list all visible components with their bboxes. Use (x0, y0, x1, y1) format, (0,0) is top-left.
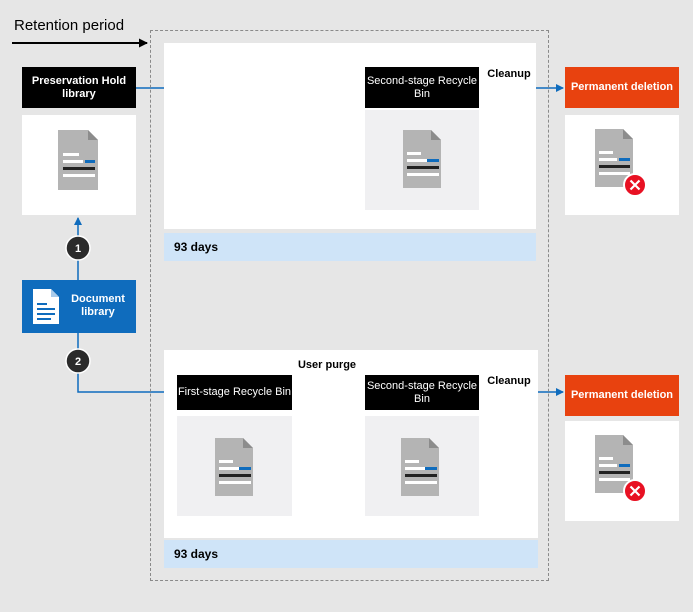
document-library-box: Document library (22, 280, 136, 333)
deleted-document-icon (595, 129, 647, 197)
second-stage-label-top: Second-stage Recycle Bin (365, 67, 479, 108)
permanent-deletion-label-bottom: Permanent deletion (565, 375, 679, 416)
permanent-deletion-label-top: Permanent deletion (565, 67, 679, 108)
retention-period-title: Retention period (14, 17, 125, 34)
preservation-hold-card (22, 115, 136, 215)
permanent-deletion-card-top (565, 115, 679, 215)
first-stage-card (177, 416, 292, 516)
document-library-icon (33, 289, 59, 324)
second-stage-card-top (365, 110, 479, 210)
step-1-label: 1 (75, 243, 81, 255)
delete-badge-icon (623, 479, 647, 503)
second-stage-label-bottom: Second-stage Recycle Bin (365, 375, 479, 410)
second-stage-card-bottom (365, 416, 479, 516)
step-2-circle: 2 (65, 348, 91, 374)
document-icon (401, 438, 439, 496)
step-1-circle: 1 (65, 235, 91, 261)
step-2-label: 2 (75, 356, 81, 368)
deleted-document-icon (595, 435, 647, 503)
document-library-label: Document library (71, 293, 125, 318)
document-icon (403, 130, 441, 188)
first-stage-label: First-stage Recycle Bin (177, 375, 292, 410)
document-icon (215, 438, 253, 496)
lower-days-band: 93 days (164, 540, 538, 568)
user-purge-label: User purge (297, 359, 357, 371)
cleanup-label-bottom: Cleanup (487, 375, 531, 387)
preservation-hold-label: Preservation Hold library (22, 67, 136, 108)
cleanup-label-top: Cleanup (487, 68, 531, 80)
upper-days-band: 93 days (164, 233, 536, 261)
delete-badge-icon (623, 173, 647, 197)
permanent-deletion-card-bottom (565, 421, 679, 521)
document-icon (58, 130, 98, 190)
retention-region (150, 30, 549, 581)
